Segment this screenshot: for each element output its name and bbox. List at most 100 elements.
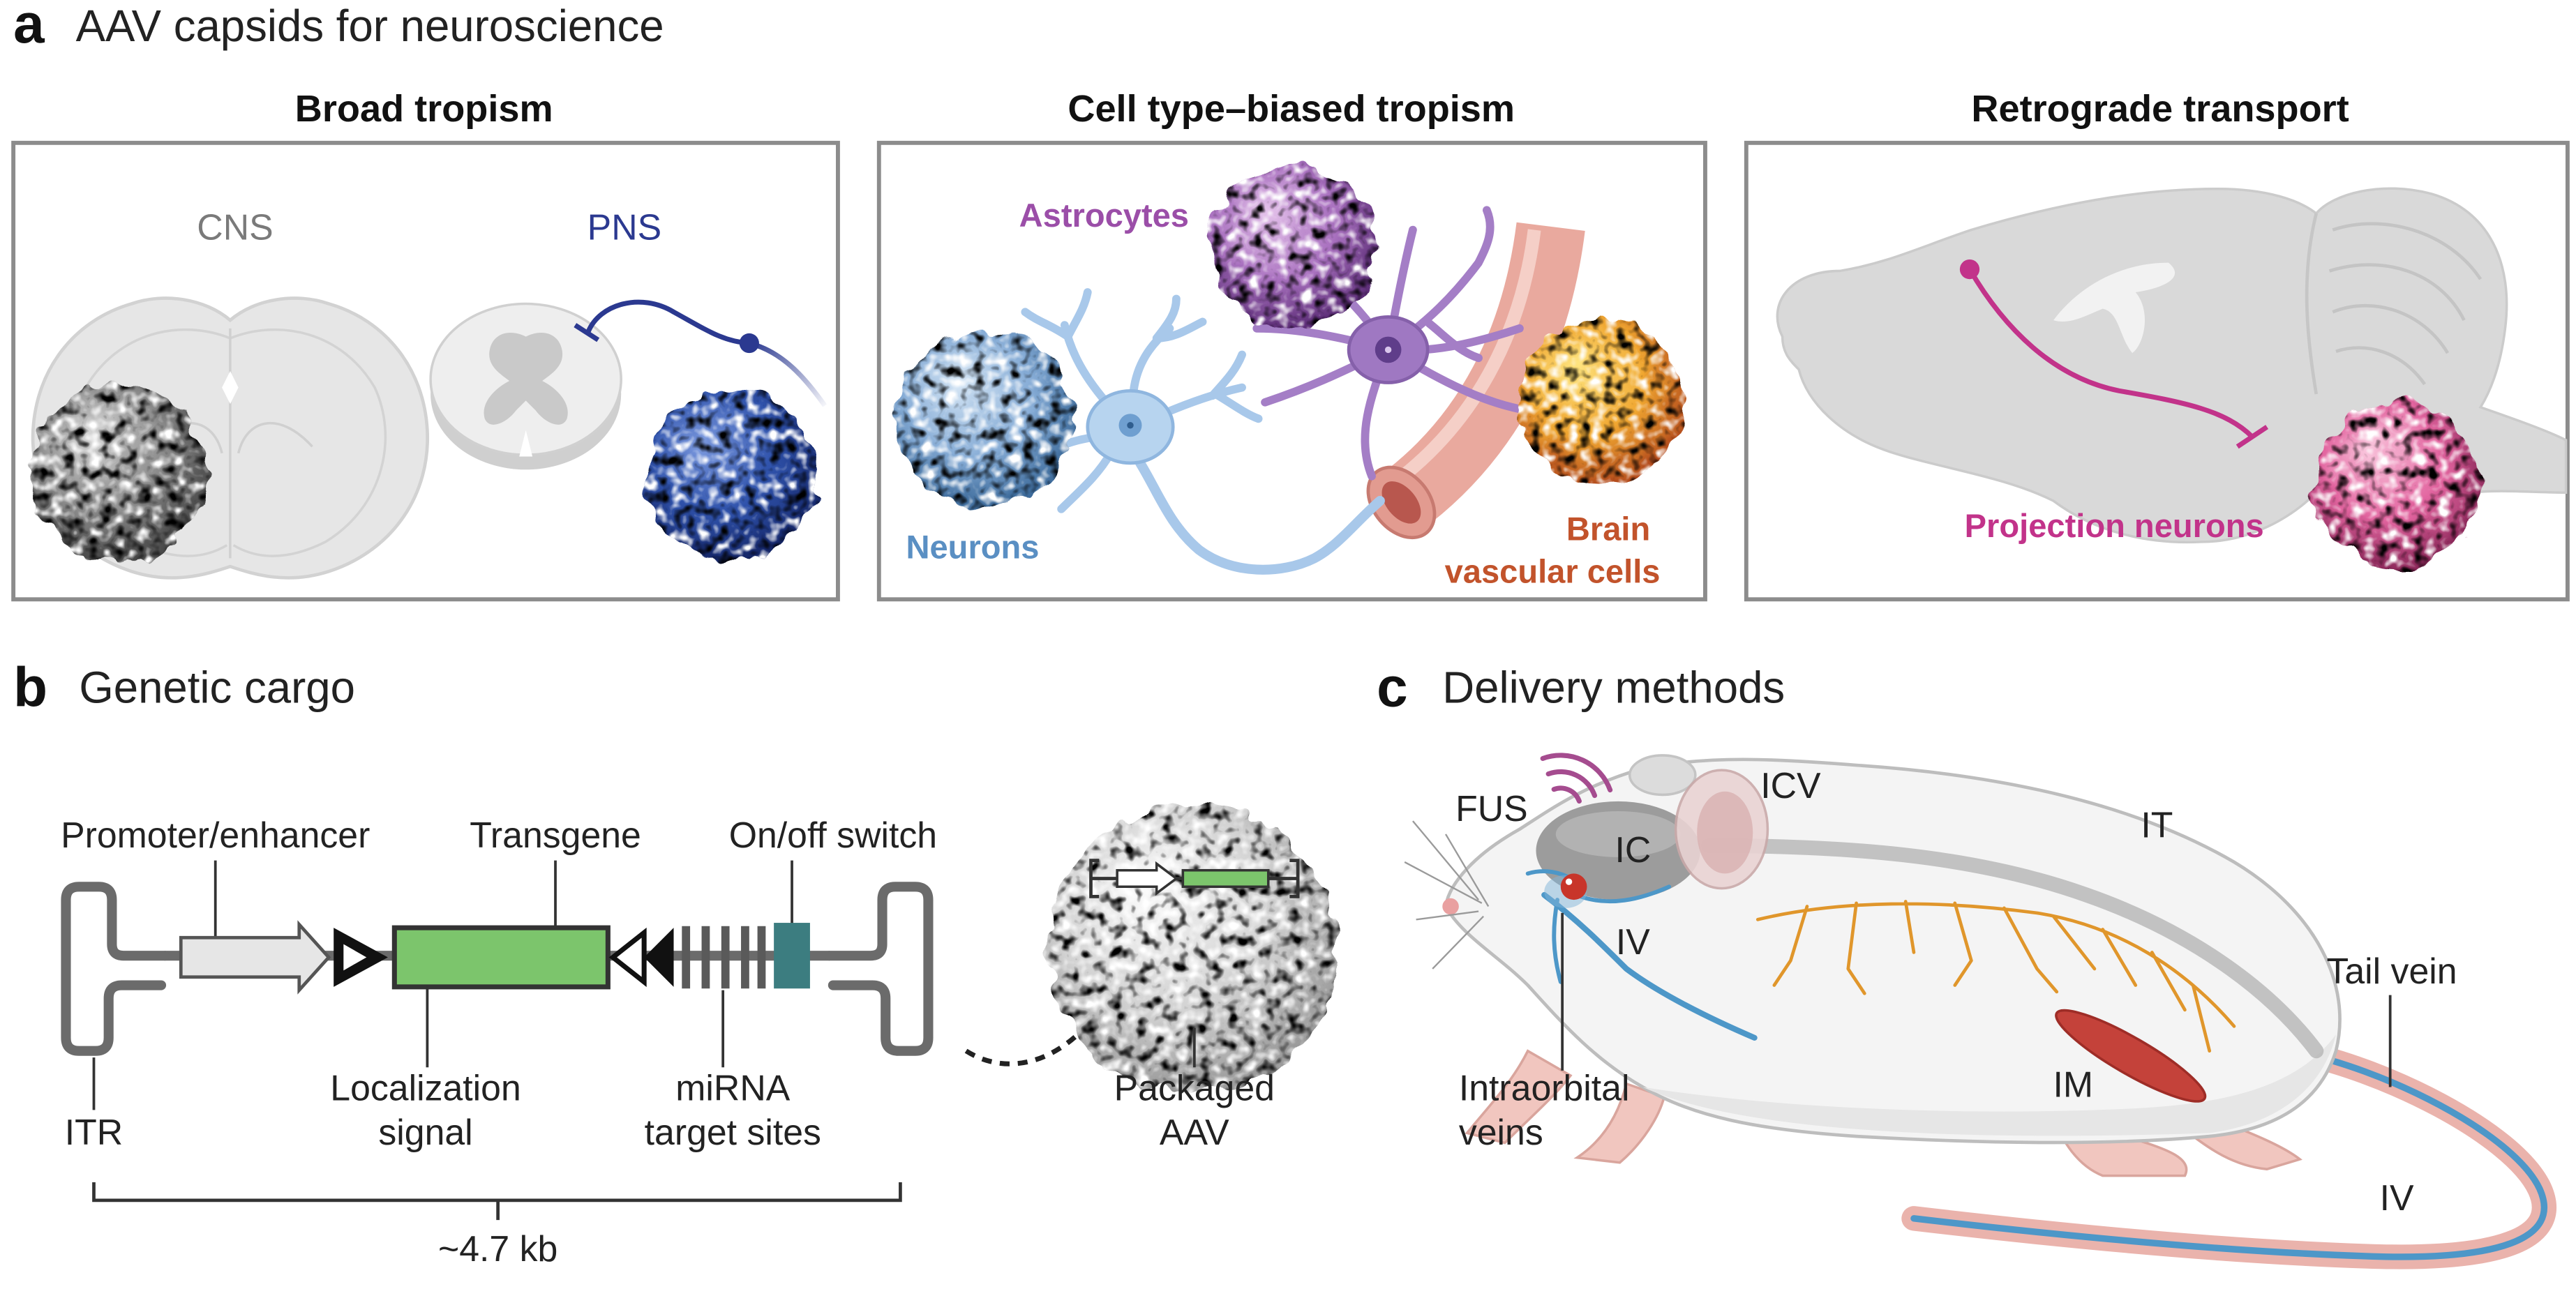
projection-cell-body [1959,259,1980,280]
mirna-site [701,926,710,989]
brain-highlight [1555,810,1681,857]
vascular-label-line1: Brain [1566,511,1650,548]
broad-tropism-box: CNS PNS [11,140,840,602]
hindlimb-muscle [2055,1009,2207,1103]
switch-label: On/off switch [729,815,937,855]
facial-vein [1541,891,1758,1041]
fus-label: FUS [1455,788,1528,829]
mirna-site [682,926,691,989]
mirna-site [721,926,730,989]
vascular-label-line2: vascular cells [1445,553,1661,590]
itr-right [825,882,934,1056]
panel-a-title: AAV capsids for neuroscience [76,1,664,51]
recombination-site-left-inner [343,944,367,971]
cerebellum-boundary [2305,213,2319,395]
axon-terminal [2236,425,2269,449]
intraorbital-label-line1: Intraorbital [1459,1067,1630,1108]
transgene-label: Transgene [470,815,641,855]
neuron-axon [1135,458,1385,575]
mini-transgene [1181,868,1270,889]
packaged-label-line2: AAV [1160,1112,1229,1152]
nerve-fiber [585,299,750,346]
mirna-label-line2: target sites [645,1112,821,1152]
projection-neuron [1959,259,2269,449]
gray-matter [484,333,568,425]
capsid-gray [29,384,207,562]
tail-vein [1910,1047,2547,1260]
spinal-cord [1701,838,2324,1059]
panel-b-letter: b [13,656,47,718]
spinal-cord-section [429,302,622,470]
it-label: IT [2141,805,2173,845]
front-paw-right [1573,1082,1666,1164]
mirna-site [741,926,749,989]
intraorbital-label-line2: veins [1459,1112,1543,1152]
itr-left [61,882,170,1056]
astrocyte-nucleolus [1384,346,1392,354]
cerebellum-folia [2328,222,2483,386]
neuron-nucleolus [1127,422,1134,429]
pns-label: PNS [587,207,661,248]
capsid-blue [645,391,817,562]
broad-tropism-heading: Broad tropism [295,88,553,130]
vessel-highlight [1392,229,1541,487]
panel-b: b Genetic cargo Promoter/enhancer Transg… [13,656,1338,1269]
dashed-arrow-line [964,1023,1090,1066]
cargo-size-label: ~4.7 kb [438,1228,557,1269]
peripheral-nerve [574,299,828,407]
tail-vein-label: Tail vein [2326,951,2457,991]
localization-label-line1: Localization [330,1067,521,1108]
iv-tail-label: IV [2380,1177,2414,1218]
retrograde-heading: Retrograde transport [1971,88,2349,130]
blood-vessel [1366,222,1585,540]
capsid-neurons [897,330,1074,508]
projection-axon [1967,268,2254,439]
mini-promoter-arrow [1116,861,1178,896]
promoter-arrow [179,920,331,995]
panel-b-title: Genetic cargo [79,663,355,713]
belly-shading [1642,1034,2336,1136]
mini-itrs [1089,859,1300,898]
nerve-cell-body [739,333,759,354]
mirna-site [757,926,766,989]
hippocampus [2053,262,2176,354]
capsid-pink [2314,400,2483,568]
transgene-box [391,925,611,990]
cargo-construct [61,882,934,1056]
promoter-label: Promoter/enhancer [61,815,370,855]
cell-type-heading: Cell type–biased tropism [1068,88,1515,130]
vessel-wall [1388,222,1585,523]
packaged-aav [1048,804,1338,1094]
peripheral-nerves [1755,900,2236,1053]
vessel-lumen [1381,481,1421,524]
whiskers [1404,820,1490,970]
ultrasound-waves-icon [1540,753,1613,804]
capsid-packaged [1048,804,1338,1094]
recombination-site-right [644,928,674,987]
mouse-eye [1560,873,1587,900]
panel-c-letter: c [1377,656,1408,718]
inner-ear [1697,791,1753,874]
icv-label: ICV [1760,765,1821,806]
astrocytes-label: Astrocytes [1019,197,1189,234]
recombination-site-right-open [608,927,647,988]
panel-c: c Delivery methods [1377,656,2556,1269]
cns-label: CNS [197,207,273,248]
retrograde-box: Projection neurons [1744,140,2570,602]
panel-a: a AAV capsids for neuroscience Broad tro… [11,0,2570,602]
eye-highlight [1565,878,1573,885]
iv-head-label: IV [1616,921,1650,962]
mouse-nose [1442,898,1459,915]
projection-label: Projection neurons [1965,507,2264,544]
neurons-label: Neurons [906,528,1040,565]
im-label: IM [2053,1064,2094,1105]
itr-label: ITR [65,1112,123,1152]
mirna-label-line1: miRNA [675,1067,790,1108]
panel-c-title: Delivery methods [1442,663,1785,713]
localization-label-line2: signal [378,1112,472,1152]
capsid-vascular [1519,320,1684,485]
switch-element [774,923,810,989]
ventral-fissure [519,430,533,457]
capsid-astrocytes [1211,164,1375,329]
